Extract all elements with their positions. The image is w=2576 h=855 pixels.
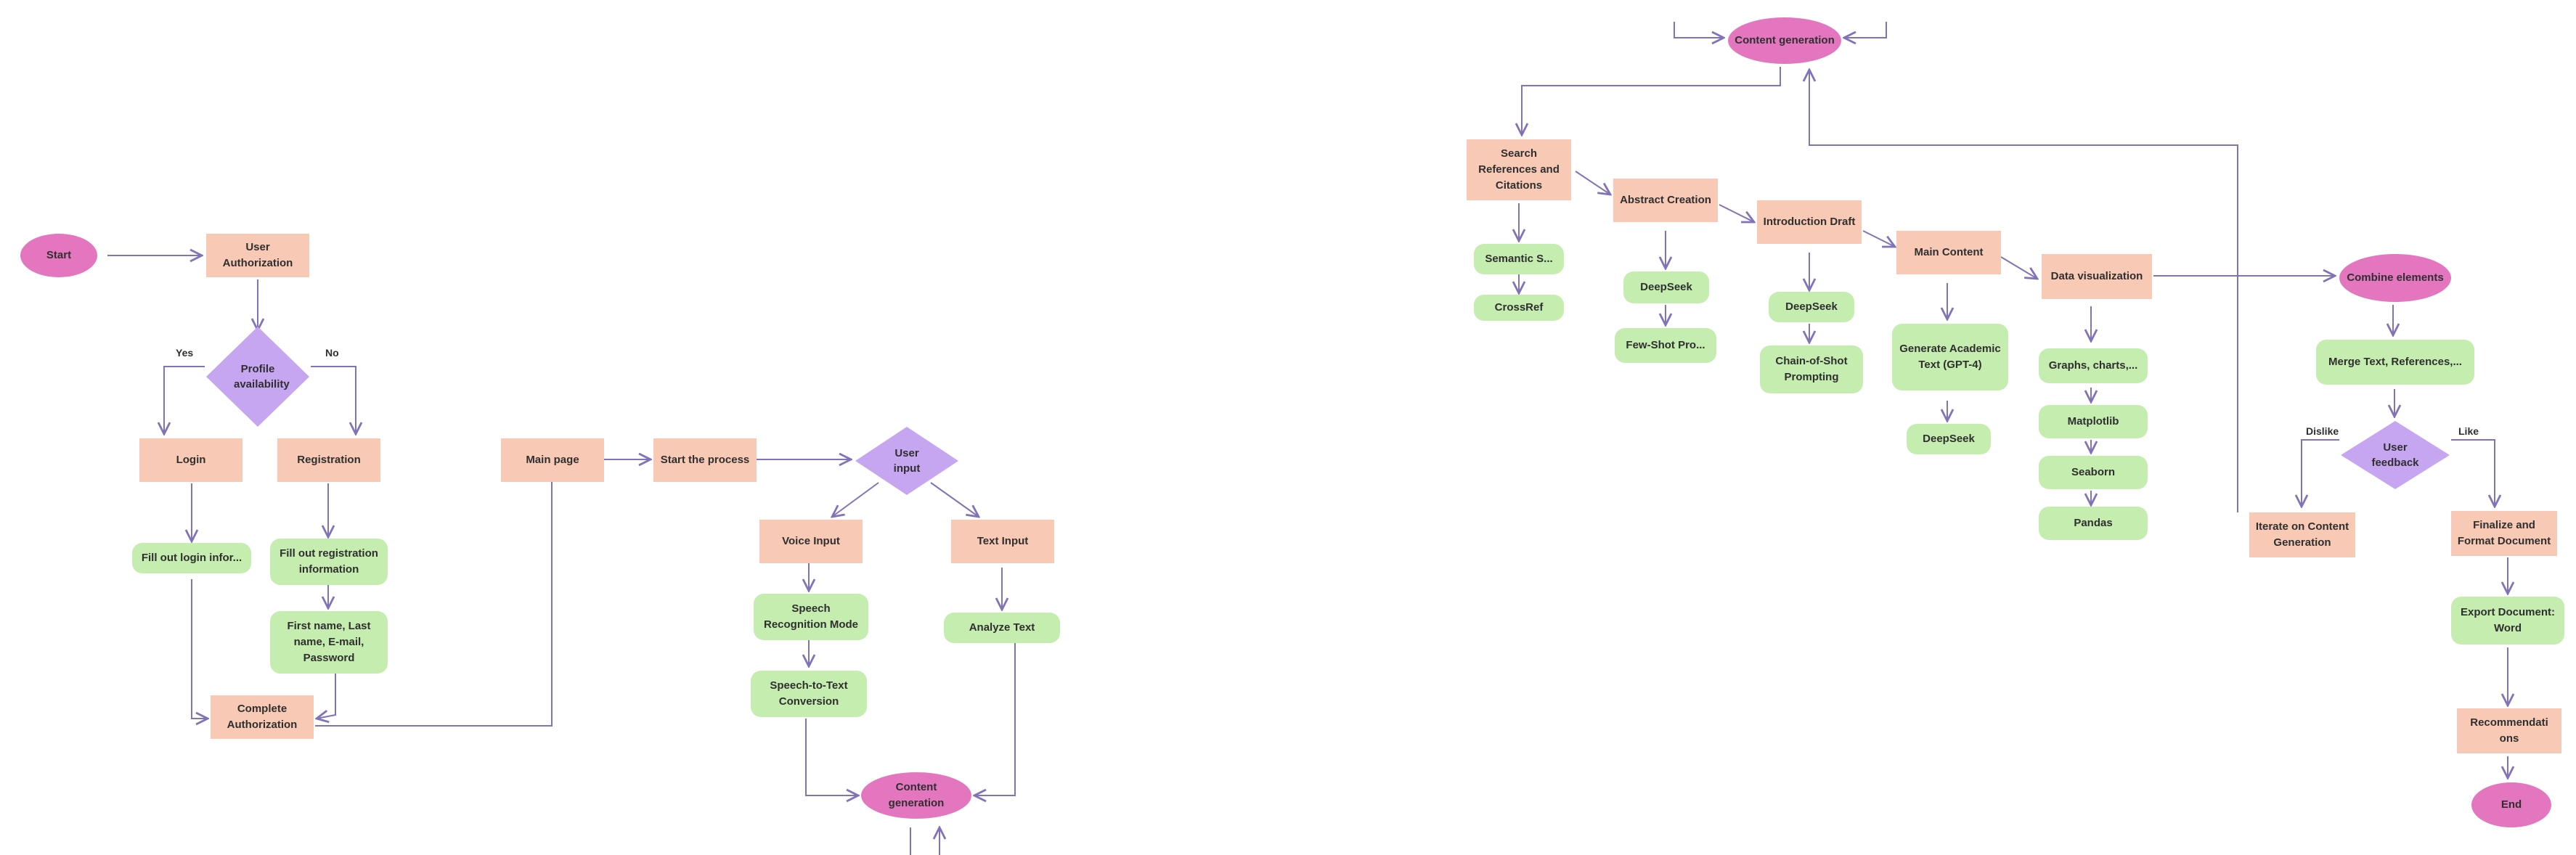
- export-document-node: Export Document: Word: [2451, 597, 2564, 645]
- user-feedback-decision: User feedback: [2339, 420, 2451, 491]
- edge-s2t-content: [805, 719, 858, 795]
- edge-main-dataviz: [2000, 256, 2037, 279]
- search-references-node: Search References and Citations: [1467, 139, 1571, 200]
- content-generation-node-2: Content generation: [1728, 17, 1841, 64]
- fill-login-node: Fill out login infor...: [132, 543, 251, 573]
- crossref-node: CrossRef: [1474, 295, 1564, 321]
- label-like: Like: [2458, 425, 2479, 437]
- edge-search-abstract: [1575, 171, 1610, 195]
- content-generation-node-1: Content generation: [861, 772, 971, 819]
- edge-top-in-left: [1674, 22, 1724, 38]
- edge-intro-main: [1862, 230, 1895, 247]
- edge-profile-login: [164, 366, 205, 434]
- profile-availability-decision: Profile availability: [205, 325, 311, 428]
- matplotlib-node: Matplotlib: [2039, 405, 2148, 438]
- recommendations-node: Recommendati ons: [2457, 708, 2561, 753]
- semantic-scholar-node: Semantic S...: [1474, 244, 1564, 274]
- analyze-text-node: Analyze Text: [944, 613, 1060, 643]
- label-dislike: Dislike: [2306, 425, 2339, 437]
- edge-fields-complete: [317, 674, 336, 719]
- finalize-format-node: Finalize and Format Document: [2451, 511, 2557, 556]
- introduction-draft-node: Introduction Draft: [1757, 200, 1862, 244]
- login-node: Login: [139, 438, 242, 482]
- edge-feedback-iterate: [2302, 439, 2339, 507]
- seaborn-node: Seaborn: [2039, 456, 2148, 489]
- main-content-node: Main Content: [1896, 231, 2001, 274]
- start-process-node: Start the process: [653, 438, 757, 482]
- speech-to-text-node: Speech-to-Text Conversion: [751, 671, 867, 717]
- start-node: Start: [20, 234, 97, 277]
- pandas-node: Pandas: [2039, 507, 2148, 540]
- voice-input-node: Voice Input: [759, 520, 863, 563]
- chain-of-shot-node: Chain-of-Shot Prompting: [1760, 345, 1863, 393]
- text-input-node: Text Input: [951, 520, 1054, 563]
- edge-userinput-text: [930, 482, 979, 517]
- data-visualization-node: Data visualization: [2042, 254, 2152, 299]
- speech-recognition-node: Speech Recognition Mode: [754, 594, 868, 640]
- edge-abstract-intro: [1719, 204, 1754, 222]
- registration-fields-node: First name, Last name, E-mail, Password: [270, 611, 388, 674]
- edge-fill-complete: [191, 579, 208, 719]
- registration-node: Registration: [277, 438, 380, 482]
- edge-content-search: [1522, 67, 1781, 135]
- label-yes: Yes: [176, 347, 194, 359]
- abstract-creation-node: Abstract Creation: [1613, 179, 1718, 222]
- edge-analyze-content: [974, 643, 1016, 795]
- edge-profile-registration: [311, 366, 356, 434]
- label-no: No: [325, 347, 339, 359]
- deepseek-node-2: DeepSeek: [1769, 292, 1854, 322]
- end-node: End: [2471, 782, 2551, 827]
- edge-top-in-right: [1844, 22, 1887, 38]
- generate-academic-text-node: Generate Academic Text (GPT-4): [1892, 324, 2008, 390]
- merge-text-node: Merge Text, References,...: [2316, 340, 2474, 385]
- few-shot-node: Few-Shot Pro...: [1615, 328, 1716, 363]
- iterate-content-node: Iterate on Content Generation: [2249, 512, 2355, 557]
- combine-elements-node: Combine elements: [2339, 254, 2451, 302]
- edge-feedback-finalize: [2451, 439, 2495, 507]
- user-input-decision: User input: [854, 425, 960, 496]
- edge-iterate-content: [1809, 70, 2238, 512]
- graphs-charts-node: Graphs, charts,...: [2039, 348, 2148, 383]
- complete-authorization-node: Complete Authorization: [211, 695, 314, 739]
- main-page-node: Main page: [501, 438, 604, 482]
- fill-registration-node: Fill out registration information: [270, 539, 388, 585]
- edge-complete-main: [315, 441, 552, 727]
- edge-userinput-voice: [832, 482, 879, 517]
- deepseek-node-1: DeepSeek: [1623, 271, 1709, 303]
- deepseek-node-3: DeepSeek: [1907, 424, 1991, 454]
- user-authorization-node: User Authorization: [206, 234, 309, 277]
